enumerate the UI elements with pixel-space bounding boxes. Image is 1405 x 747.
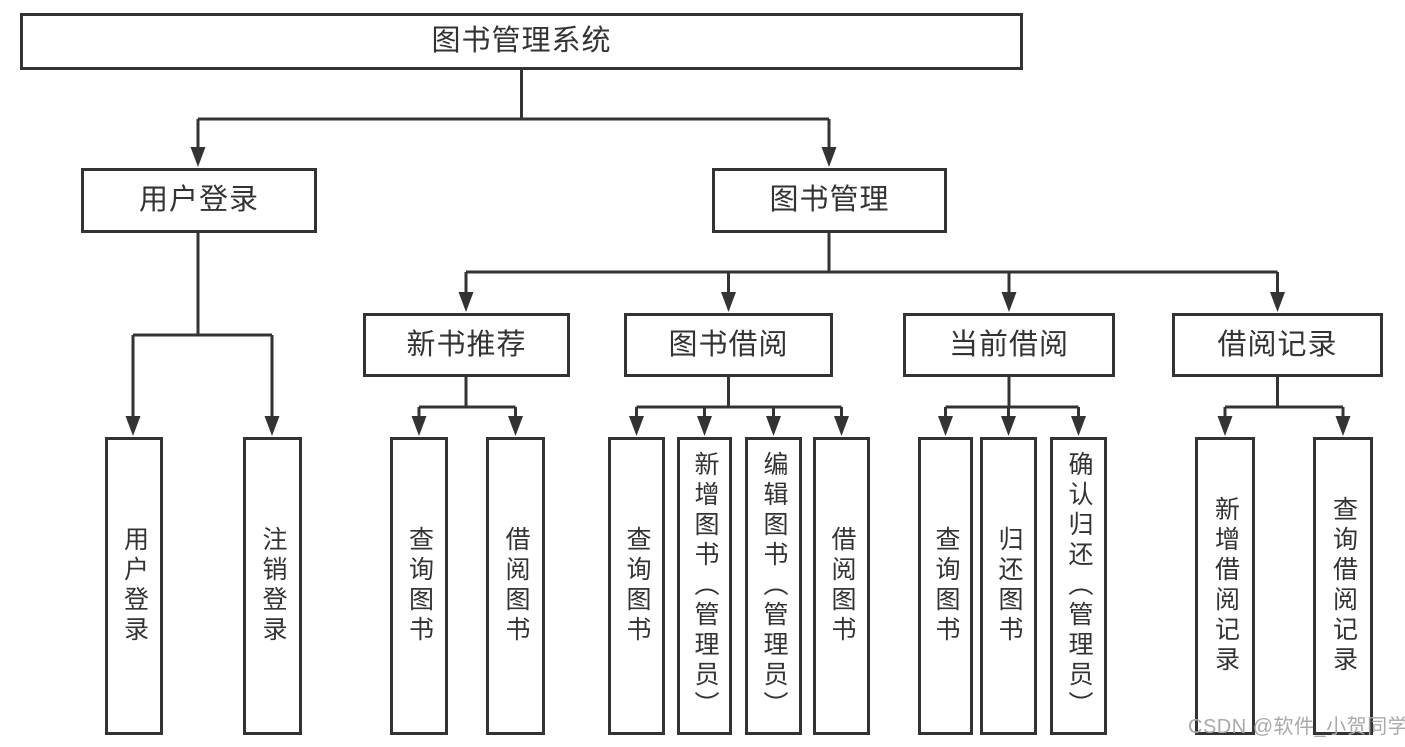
node-user-login: 用户登录 [81, 168, 317, 233]
leaf-query-books: 查询图书 [608, 437, 665, 735]
arrowhead [721, 292, 736, 312]
node-label: 图书借阅 [668, 328, 789, 361]
arrowhead [629, 416, 644, 436]
leaf-label: 确认归还（管理员） [1065, 451, 1093, 721]
leaf-label: 查询图书 [623, 526, 651, 646]
leaf-label: 新增借阅记录 [1211, 496, 1240, 676]
arrowhead [1001, 292, 1017, 312]
node-label: 当前借阅 [948, 328, 1069, 361]
leaf-label: 注销登录 [259, 526, 287, 646]
leaf-logout: 注销登录 [243, 437, 302, 735]
leaf-label: 编辑图书（管理员） [760, 451, 788, 721]
arrowhead [938, 416, 953, 436]
root-branch-line [196, 70, 831, 149]
leaf-label: 查询图书 [932, 526, 960, 646]
book-mgmt-branch-line [464, 233, 1279, 294]
node-label: 图书管理系统 [431, 25, 612, 57]
arrowhead [1335, 416, 1351, 436]
node-current-borrowing: 当前借阅 [903, 313, 1115, 377]
node-label: 借阅记录 [1217, 328, 1338, 361]
new-book-branch-line [417, 377, 517, 418]
arrowhead [458, 292, 474, 312]
leaf-label: 借阅图书 [828, 526, 856, 646]
leaf-borrow-books: 借阅图书 [813, 437, 870, 735]
leaf-query-borrow-record: 查询借阅记录 [1313, 437, 1373, 735]
arrowhead [1270, 292, 1285, 312]
arrowhead [766, 416, 781, 436]
node-label: 用户登录 [138, 184, 259, 216]
book-borrow-branch-line [635, 377, 843, 418]
arrowhead [1001, 416, 1016, 436]
leaf-confirm-return-admin: 确认归还（管理员） [1050, 437, 1107, 735]
leaf-label: 借阅图书 [502, 526, 530, 646]
leaf-edit-book-admin: 编辑图书（管理员） [745, 437, 802, 735]
arrowheads [125, 147, 1351, 436]
arrowhead [697, 416, 712, 436]
leaf-label: 新增图书（管理员） [691, 451, 719, 721]
leaf-query-books: 查询图书 [918, 437, 973, 735]
node-borrowing-records: 借阅记录 [1172, 313, 1383, 377]
arrowhead [190, 147, 206, 167]
node-label: 新书推荐 [406, 328, 527, 361]
node-new-book-recommend: 新书推荐 [363, 313, 570, 377]
leaf-query-books: 查询图书 [390, 437, 448, 735]
user-login-branch-line [131, 233, 274, 418]
leaf-label: 查询借阅记录 [1329, 496, 1358, 676]
leaf-label: 归还图书 [995, 526, 1023, 646]
arrowhead [125, 416, 141, 436]
borrow-record-branch-line [1223, 377, 1345, 418]
arrowhead [508, 416, 523, 436]
node-library-management-system: 图书管理系统 [20, 13, 1023, 70]
leaf-label: 用户登录 [120, 526, 149, 646]
node-label: 图书管理 [769, 184, 890, 216]
arrowhead [1217, 416, 1233, 436]
current-borrow-branch-line [944, 377, 1080, 418]
leaf-borrow-books: 借阅图书 [486, 437, 545, 735]
node-book-management: 图书管理 [712, 168, 947, 233]
leaf-add-borrow-record: 新增借阅记录 [1195, 437, 1255, 735]
leaf-user-login: 用户登录 [105, 437, 163, 735]
arrowhead [1071, 416, 1086, 436]
arrowhead [834, 416, 849, 436]
csdn-watermark: CSDN @软件_小贺同学 [1188, 716, 1405, 738]
leaf-return-book: 归还图书 [980, 437, 1037, 735]
leaf-label: 查询图书 [405, 526, 434, 646]
node-book-borrowing: 图书借阅 [624, 313, 833, 377]
arrowhead [821, 147, 837, 167]
leaf-add-book-admin: 新增图书（管理员） [677, 437, 732, 735]
arrowhead [411, 416, 427, 436]
arrowhead [264, 416, 280, 436]
